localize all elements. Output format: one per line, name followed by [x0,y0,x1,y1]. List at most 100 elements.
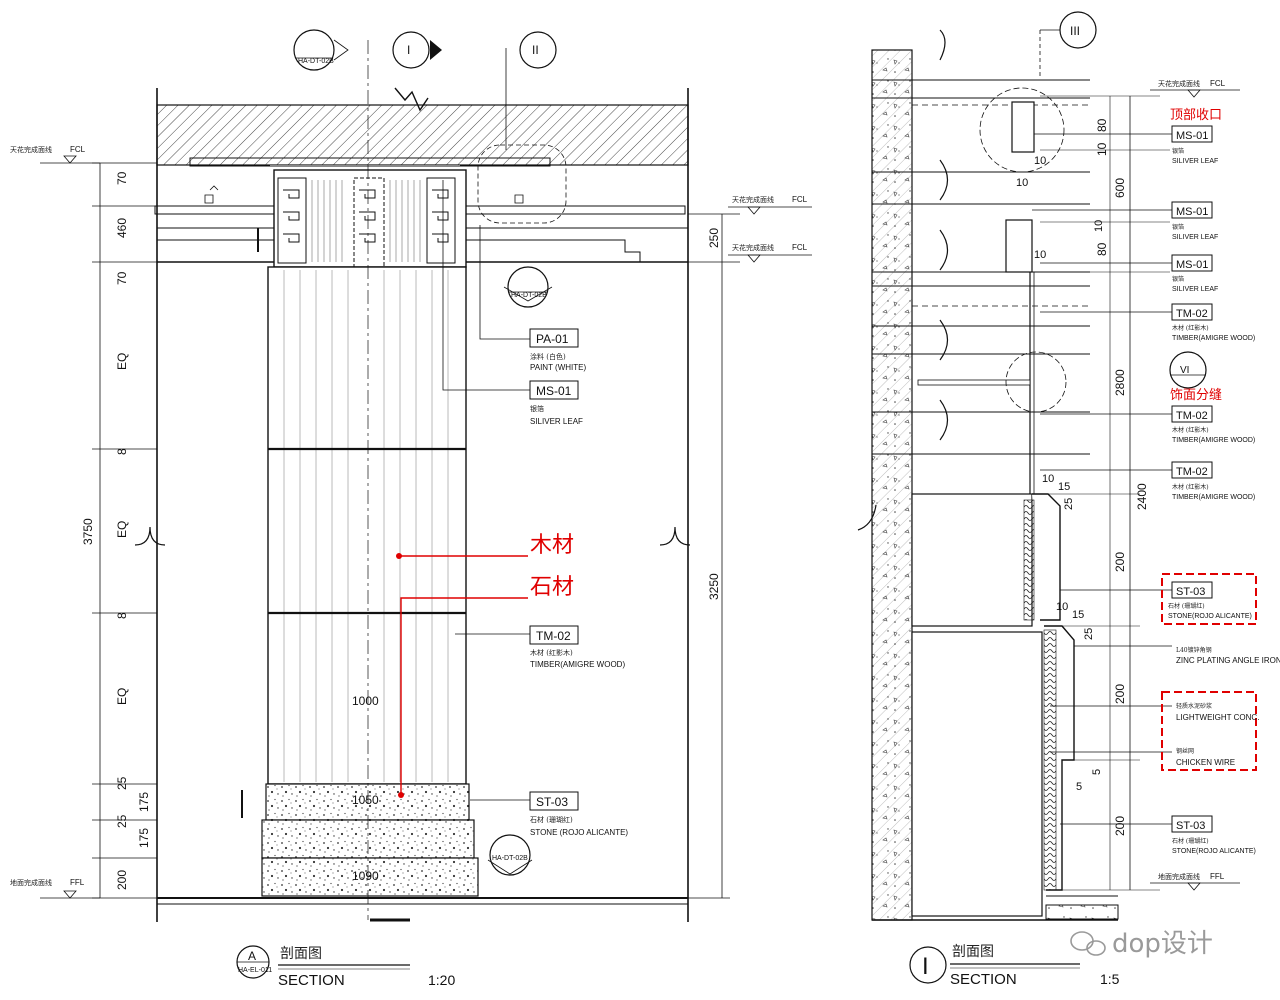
scale-right: 1:5 [1100,971,1120,987]
rdim-80a: 80 [1095,118,1109,132]
rdim-80b: 80 [1095,242,1109,256]
title-mark-A: A [248,949,256,963]
rdim-200b: 200 [1113,684,1127,704]
sdim-l5: 5 [1076,781,1082,793]
tag-tm02-en: TIMBER(AMIGRE WOOD) [530,660,625,669]
rdim-2800: 2800 [1113,369,1127,396]
angle-iron-cn: L40镀锌角钢 [1176,646,1212,654]
rdim-200a: 200 [1113,552,1127,572]
level-fcl-mid1: FCL [792,195,808,204]
tag-ms01-en: SILIVER LEAF [530,417,583,426]
dim-25-a: 25 [115,776,129,790]
rtag-8-cn: 石材 (珊瑚红) [1172,837,1209,845]
level-ffl: FFL [70,878,85,887]
title-en-left: SECTION [278,972,345,989]
rtag-5-cn: 木材 (红影木) [1172,426,1209,434]
annotation-stone: 石材 [530,575,574,600]
watermark-text: dop设计 [1112,929,1213,959]
title-mark-I: I [922,953,929,980]
rtag-3-cn: 银箔 [1172,275,1184,283]
tag-st03-en: STONE (ROJO ALICANTE) [530,828,628,837]
title-en-right: SECTION [950,971,1017,988]
wechat-icon [1070,931,1106,956]
tag-st03-code: ST-03 [536,795,568,809]
sdim-a10: 10 [1034,155,1046,167]
dim-460: 460 [115,218,129,238]
dim-eq-2: EQ [115,521,129,538]
tag-tm02-cn: 木材 (红影木) [530,648,573,657]
dim-width-1090: 1090 [352,869,379,883]
left-texts: 天花完成面线 FCL 天花完成面线 FCL 天花完成面线 FCL 地面完成面线 … [10,43,808,989]
annotation-joint: 饰面分缝 [1170,388,1222,403]
dim-200: 200 [115,870,129,890]
lightweight-cn: 轻质水泥砂浆 [1176,702,1212,710]
r-level-ffl-cn: 地面完成面线 [1158,872,1200,881]
rtag-2-cn: 银箔 [1172,223,1184,231]
sdim-g25: 25 [1063,498,1075,510]
r-level-fcl-cn: 天花完成面线 [1158,79,1200,88]
rtag-6-code: TM-02 [1176,466,1208,478]
sdim-k5: 5 [1091,769,1103,775]
rtag-8-code: ST-03 [1176,820,1205,832]
right-section-drawing [857,11,1257,984]
rtag-6-cn: 木材 (红影木) [1172,483,1209,491]
rdim-600: 600 [1113,178,1127,198]
dim-70-b: 70 [115,271,129,285]
tag-pa01-cn: 涂料 (白色) [530,352,566,361]
dim-8-b: 8 [115,612,129,619]
dim-width-1000: 1000 [352,694,379,708]
dim-70-a: 70 [115,171,129,185]
callout-ref-2: HA-DT-02B [511,292,547,299]
rdim-2400: 2400 [1135,483,1149,510]
sdim-d10: 10 [1093,220,1105,232]
callout-ref-1: HA-DT-02B [298,58,334,65]
tag-tm02-code: TM-02 [536,629,571,643]
rtag-1-cn: 银箔 [1172,147,1184,155]
rtag-6-en: TIMBER(AMIGRE WOOD) [1172,494,1255,501]
right-texts: 天花完成面线 FCL 地面完成面线 FFL III VI 顶部收口 饰面分缝 1… [922,24,1280,988]
r-level-ffl: FFL [1210,872,1225,881]
level-fcl-mid2-cn: 天花完成面线 [732,243,774,252]
callout-ref-3: HA-DT-02B [492,855,528,862]
title-cn-right: 剖面图 [952,944,994,960]
rtag-7-code: ST-03 [1176,586,1205,598]
annotation-top-trim: 顶部收口 [1170,108,1222,123]
dim-3250: 3250 [707,573,721,600]
rtag-7-en: STONE(ROJO ALICANTE) [1168,613,1252,620]
section-mark-II: II [532,43,539,57]
chickenwire-en: CHICKEN WIRE [1176,758,1235,767]
dim-8-a: 8 [115,448,129,455]
rtag-8-en: STONE(ROJO ALICANTE) [1172,848,1256,855]
level-fcl-top: FCL [70,145,86,154]
sdim-c10: 10 [1034,249,1046,261]
angle-iron-en: ZINC PLATING ANGLE IRON [1176,656,1280,665]
rtag-4-code: TM-02 [1176,308,1208,320]
rtag-5-code: TM-02 [1176,410,1208,422]
level-fcl-mid1-cn: 天花完成面线 [732,195,774,204]
left-section-drawing [40,29,812,979]
tag-ms01-code: MS-01 [536,384,572,398]
chickenwire-cn: 钢丝网 [1176,747,1194,755]
rtag-3-en: SILIVER LEAF [1172,286,1218,293]
rtag-3-code: MS-01 [1176,259,1208,271]
sdim-j25: 25 [1083,628,1095,640]
tag-st03-cn: 石材 (珊瑚红) [530,815,573,824]
dim-250: 250 [707,228,721,248]
tag-ms01-cn: 银箔 [530,404,544,413]
level-ffl-cn: 地面完成面线 [10,878,52,887]
rtag-4-en: TIMBER(AMIGRE WOOD) [1172,335,1255,342]
rtag-5-en: TIMBER(AMIGRE WOOD) [1172,437,1255,444]
annotation-wood: 木材 [530,533,574,558]
sdim-i15: 15 [1072,609,1084,621]
dim-eq-1: EQ [115,353,129,370]
dim-25-b: 25 [115,814,129,828]
sdim-h10: 10 [1056,601,1068,613]
dim-175-a: 175 [137,792,151,812]
sdim-b10: 10 [1016,177,1028,189]
sdim-e10: 10 [1042,473,1054,485]
lightweight-en: LIGHTWEIGHT CONC. [1176,713,1259,722]
rtag-2-en: SILIVER LEAF [1172,234,1218,241]
tag-pa01-code: PA-01 [536,332,569,346]
dim-3750: 3750 [81,518,95,545]
